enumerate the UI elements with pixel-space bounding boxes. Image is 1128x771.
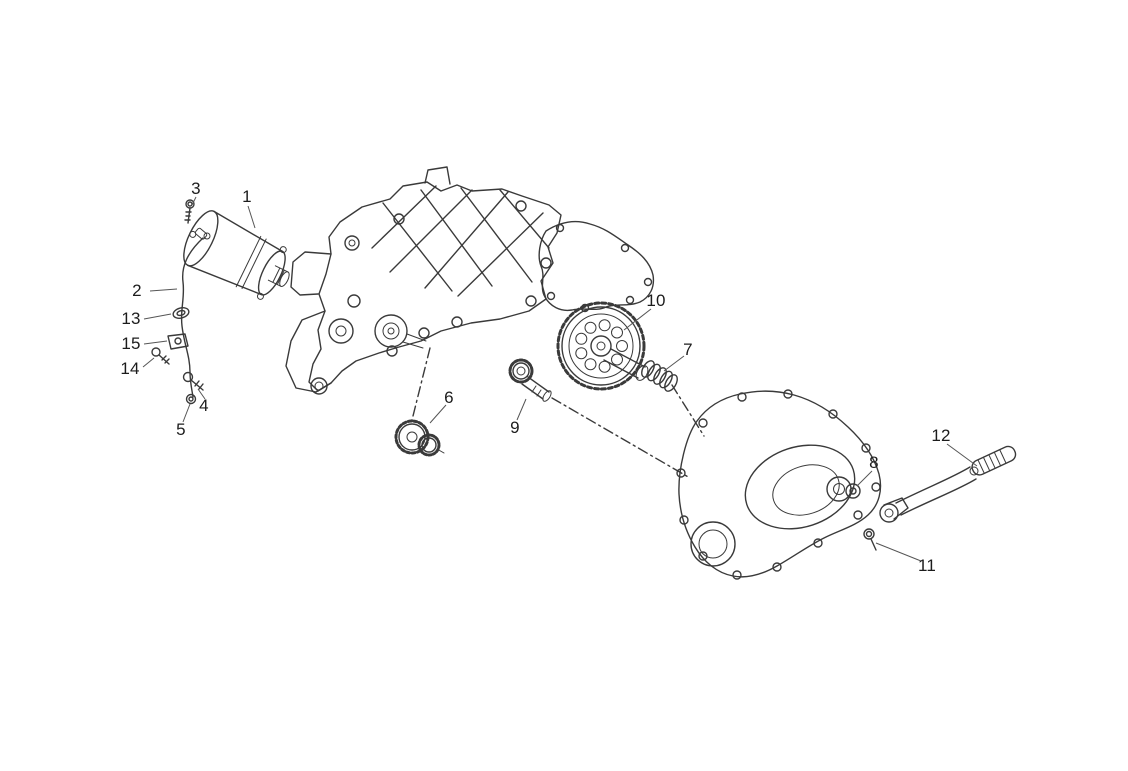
gasket-drawing bbox=[538, 220, 655, 313]
part-callout-1: 1 bbox=[242, 187, 252, 206]
part-callout-7: 7 bbox=[683, 340, 693, 359]
kick-lever-12-drawing bbox=[879, 445, 1017, 523]
part-callout-11: 11 bbox=[917, 556, 937, 575]
part-callout-4: 4 bbox=[199, 396, 209, 415]
callout-leader-lines bbox=[142, 196, 978, 562]
bracket-15-drawing bbox=[167, 333, 189, 350]
part-callout-13: 13 bbox=[121, 309, 141, 328]
part-callout-2: 2 bbox=[132, 281, 142, 300]
crankcase-drawing bbox=[285, 166, 562, 395]
bolt-3-drawing bbox=[184, 199, 195, 224]
part-callout-5: 5 bbox=[176, 420, 186, 439]
bolt-11-drawing bbox=[863, 528, 877, 551]
part-callout-6: 6 bbox=[444, 388, 454, 407]
bendix-9-drawing bbox=[508, 358, 552, 402]
part-callout-14: 14 bbox=[120, 359, 140, 378]
grommet-13-drawing bbox=[172, 307, 190, 319]
washer-8-drawing bbox=[845, 483, 861, 499]
spring-7-drawing bbox=[641, 360, 678, 392]
screw-4-drawing bbox=[182, 371, 204, 391]
nut-5-drawing bbox=[185, 393, 197, 405]
screw-14-drawing bbox=[151, 347, 170, 365]
part-callout-3: 3 bbox=[191, 179, 201, 198]
part-callout-15: 15 bbox=[121, 334, 141, 353]
part-callout-8: 8 bbox=[869, 453, 879, 472]
assembly-axis-lines bbox=[411, 347, 705, 479]
sprocket-10-drawing bbox=[556, 301, 649, 391]
part-callout-9: 9 bbox=[510, 418, 520, 437]
idler-gear-6-drawing bbox=[394, 419, 445, 457]
part-callout-12: 12 bbox=[931, 426, 951, 445]
part-callout-10: 10 bbox=[646, 291, 666, 310]
starter-motor-drawing bbox=[183, 210, 290, 300]
